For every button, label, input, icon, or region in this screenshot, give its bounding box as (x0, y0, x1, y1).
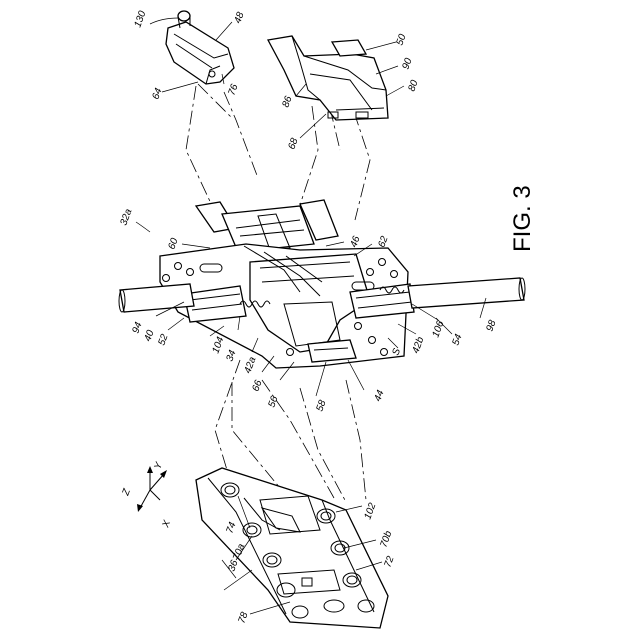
label-44: 44 (372, 388, 386, 403)
lower-carrier-36 (196, 468, 388, 628)
label-68: 68 (286, 136, 300, 151)
label-42b: 42b (410, 335, 426, 355)
label-72: 72 (382, 554, 396, 569)
label-104: 104 (210, 335, 226, 355)
axis-label-x: X (160, 519, 173, 530)
label-34: 34 (224, 348, 238, 363)
axis-label-z: Z (120, 487, 133, 498)
label-130: 130 (132, 9, 148, 29)
label-42a: 42a (242, 355, 258, 375)
label-58: 58 (314, 398, 328, 413)
figure-title: FIG. 3 (509, 185, 536, 252)
label-94: 94 (130, 320, 144, 335)
label-46: 46 (348, 234, 362, 249)
part-48-cover (166, 11, 234, 84)
label-78: 78 (236, 610, 250, 625)
label-56: 56 (266, 394, 280, 409)
axis-label-y: Y (152, 460, 165, 471)
rod-98 (408, 278, 525, 308)
label-76: 76 (226, 82, 240, 97)
central-assembly-32a (160, 200, 414, 368)
label-80: 80 (406, 78, 420, 93)
label-52: 52 (156, 332, 170, 347)
label-40: 40 (142, 328, 156, 343)
label-48: 48 (232, 10, 246, 25)
label-102: 102 (362, 501, 378, 521)
axis-labels: Z Y X (120, 460, 173, 530)
label-54: 54 (450, 332, 464, 347)
label-86: 86 (280, 94, 294, 109)
label-50: 50 (394, 32, 408, 47)
label-98: 98 (484, 318, 498, 333)
label-70b: 70b (378, 529, 394, 549)
label-64: 64 (150, 86, 164, 101)
label-32a: 32a (118, 207, 134, 227)
axis-triad (137, 466, 167, 512)
label-62: 62 (376, 234, 390, 249)
label-60: 60 (166, 236, 180, 251)
label-106: 106 (430, 319, 446, 339)
label-90: 90 (400, 56, 414, 71)
